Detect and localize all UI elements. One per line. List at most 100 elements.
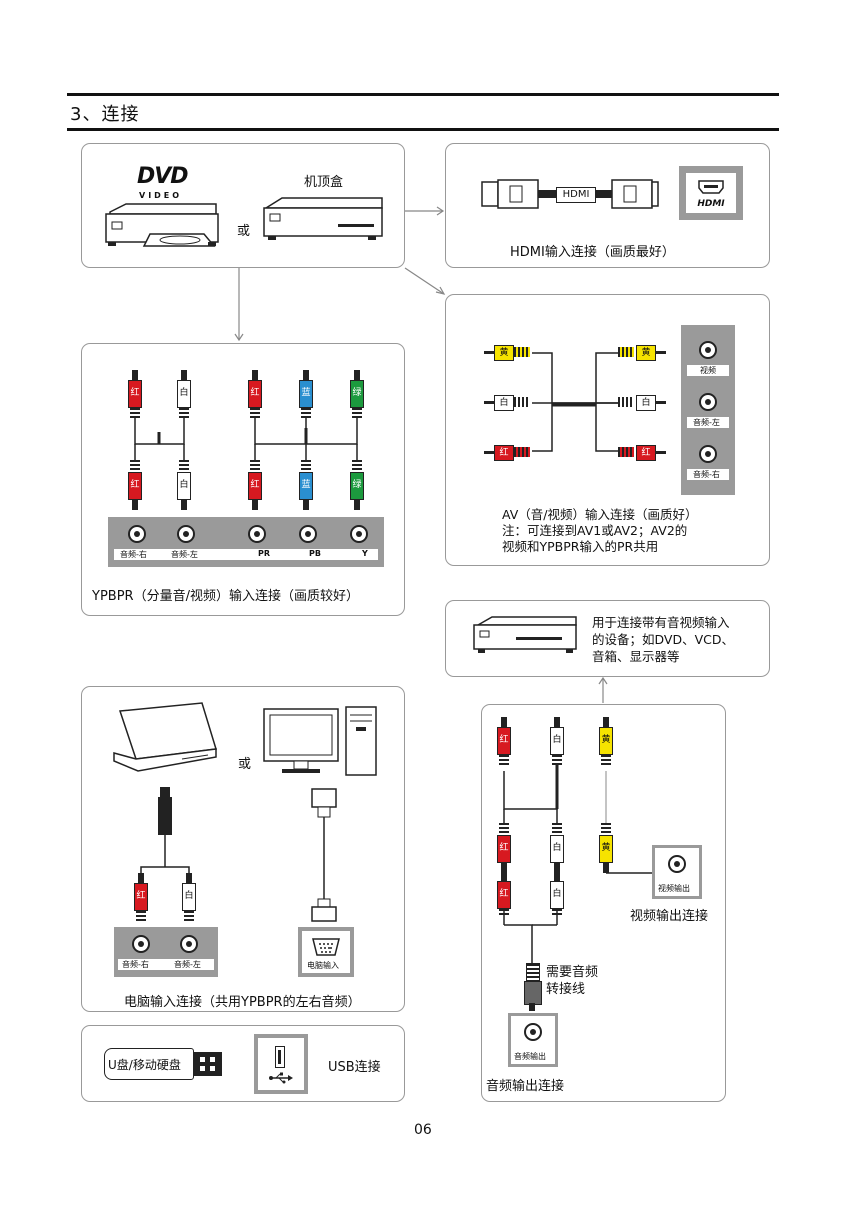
top-rule: [67, 93, 779, 96]
audio-out-label: 音频输出: [514, 1052, 546, 1061]
av-plug-red-left: 红: [484, 445, 532, 461]
out-plug-white-low: 白: [550, 871, 564, 923]
ypbpr-plug-red2-bottom: 红: [248, 460, 262, 512]
audio-out-caption: 音频输出连接: [486, 1079, 565, 1094]
ypbpr-plug-blue-bottom: 蓝: [299, 460, 313, 512]
av-device-icon: [473, 616, 577, 653]
adapter-plug-tip: [529, 1003, 535, 1011]
laptop-icon: [113, 702, 217, 772]
ypbpr-jack-pr: [248, 525, 266, 543]
av-plug-red-right: 红: [618, 445, 666, 461]
ypbpr-jack-panel: 音频-右 音频-左 PR PB Y: [108, 517, 384, 567]
ypbpr-plug-red-top: 红: [128, 370, 142, 422]
hdmi-port-label: HDMI: [697, 199, 725, 209]
ypbpr-plug-red2-top: 红: [248, 370, 262, 422]
source-device-box: DVD VIDEO 或 机顶盒: [81, 143, 405, 268]
av-output-box: 红 白 黄 红 白 黄 红 白 视频输出 视频输出连接 需要音频 转接线 音频输…: [481, 704, 726, 1102]
video-out-label: 视频输出: [658, 884, 690, 893]
av-jack-video: [699, 341, 717, 359]
pc-jack-audio-l: [180, 935, 198, 953]
output-wires: [503, 763, 652, 967]
av-jack-panel: 视频 音频-左 音频-右: [681, 325, 735, 495]
adapter-text-2: 转接线: [546, 982, 586, 997]
out-plug-red-mid: 红: [497, 823, 511, 875]
adapter-plug-body: [524, 981, 542, 1005]
usb-stick-connector: [194, 1052, 222, 1076]
video-out-panel: 视频输出: [652, 845, 702, 899]
audio-out-jack: [524, 1023, 542, 1041]
av-plug-yellow-right: 黄: [618, 345, 666, 361]
ypbpr-caption: YPBPR（分量音/视频）输入连接（画质较好）: [92, 589, 359, 604]
av-plug-white-right: 白: [618, 395, 666, 411]
usb-port-panel: [254, 1034, 308, 1094]
video-out-caption: 视频输出连接: [630, 909, 709, 924]
av-caption-1: AV（音/视频）输入连接（画质好）: [502, 507, 698, 522]
hdmi-box: HDMI HDMI HDMI输入连接（画质最好）: [445, 143, 770, 268]
pc-jack-audio-r: [132, 935, 150, 953]
out-plug-red-top: 红: [497, 717, 511, 769]
video-out-jack: [668, 855, 686, 873]
pc-cable-wires: [140, 787, 337, 922]
set-top-box-icon: [263, 197, 383, 240]
ypbpr-plug-white-bottom: 白: [177, 460, 191, 512]
ypbpr-wires: [134, 418, 358, 460]
av-caption-2: 注：可连接到AV1或AV2；AV2的: [502, 523, 688, 538]
ypbpr-jack-pb: [299, 525, 317, 543]
av-plug-yellow-left: 黄: [484, 345, 532, 361]
pc-caption: 电脑输入连接（共用YPBPR的左右音频）: [124, 995, 361, 1010]
pc-plug-white: 白: [182, 873, 196, 925]
vga-port-icon: [312, 938, 340, 956]
stb-label: 机顶盒: [304, 175, 344, 190]
av-cable-wires: [532, 352, 630, 452]
usb-box: U盘/移动硬盘 USB连接: [81, 1025, 405, 1102]
out-plug-red-low: 红: [497, 871, 511, 923]
av-jack-audio-r: [699, 445, 717, 463]
dvd-player-icon: [105, 203, 219, 247]
hdmi-caption: HDMI输入连接（画质最好）: [510, 245, 675, 260]
ypbpr-plug-white-top: 白: [177, 370, 191, 422]
desktop-pc-icon: [263, 706, 377, 776]
av-box: 黄 白 红 黄 白 红 视频 音频-左 音频-右 AV（音/视频）输入连接（画质…: [445, 294, 770, 566]
pc-audio-jack-panel: 音频-右 音频-左: [114, 927, 218, 977]
av-plug-white-left: 白: [484, 395, 532, 411]
pc-input-box: 或 红 白 音频-右 音频-左: [81, 686, 405, 1012]
page-number: 06: [414, 1122, 432, 1138]
or-label: 或: [237, 224, 251, 239]
device-text-3: 音箱、显示器等: [592, 649, 680, 664]
av-jack-audio-l: [699, 393, 717, 411]
title-rule: [67, 128, 779, 131]
usb-port-slot: [275, 1046, 285, 1068]
adapter-text-1: 需要音频: [546, 965, 599, 980]
section-title: 3、连接: [70, 104, 140, 125]
av-caption-3: 视频和YPBPR输入的PR共用: [502, 539, 659, 554]
pc-plug-red: 红: [134, 873, 148, 925]
out-plug-white-top: 白: [550, 717, 564, 769]
av-device-box: 用于连接带有音视频输入 的设备；如DVD、VCD、 音箱、显示器等: [445, 600, 770, 677]
ypbpr-box: 红 白 红 蓝 绿 红 白 红 蓝 绿 音频-右 音频-左 PR PB Y YP…: [81, 343, 405, 616]
vga-port-label: 电脑输入: [307, 961, 339, 970]
ypbpr-jack-audio-r: [128, 525, 146, 543]
ypbpr-plug-green-top: 绿: [350, 370, 364, 422]
out-plug-yellow-mid: 黄: [599, 823, 613, 875]
ypbpr-jack-y: [350, 525, 368, 543]
usb-caption: USB连接: [328, 1060, 381, 1075]
pc-or-label: 或: [238, 757, 252, 772]
hdmi-port-panel: HDMI: [679, 166, 743, 220]
audio-out-panel: 音频输出: [508, 1013, 558, 1067]
device-text-2: 的设备；如DVD、VCD、: [592, 632, 734, 647]
ypbpr-plug-blue-top: 蓝: [299, 370, 313, 422]
ypbpr-plug-green-bottom: 绿: [350, 460, 364, 512]
usb-stick-label: U盘/移动硬盘: [108, 1058, 181, 1072]
dvd-logo: DVD: [137, 164, 189, 189]
usb-stick-icon: U盘/移动硬盘: [104, 1048, 194, 1080]
ypbpr-jack-audio-l: [177, 525, 195, 543]
ypbpr-plug-red-bottom: 红: [128, 460, 142, 512]
dvd-logo-sub: VIDEO: [139, 191, 183, 200]
hdmi-port-icon: [698, 180, 724, 194]
device-text-1: 用于连接带有音视频输入: [592, 615, 730, 630]
usb-symbol-icon: [269, 1072, 293, 1084]
adapter-plug-ring: [526, 963, 540, 983]
out-plug-yellow-top: 黄: [599, 717, 613, 769]
out-plug-white-mid: 白: [550, 823, 564, 875]
